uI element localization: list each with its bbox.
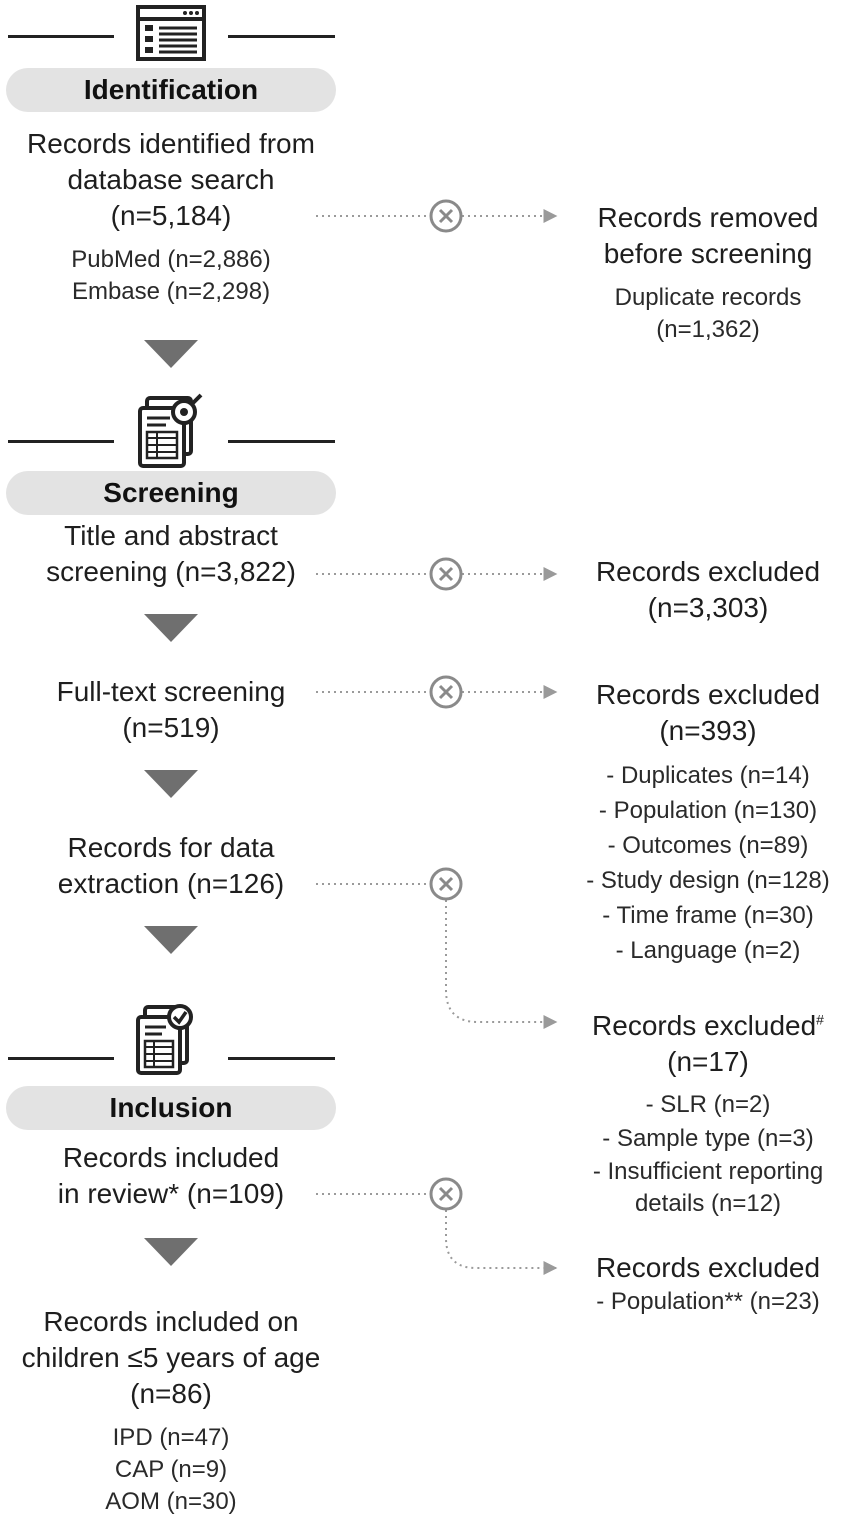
records-identified-box: Records identified from database search … bbox=[0, 126, 342, 234]
circle-x-icon bbox=[429, 867, 463, 901]
fulltext-exclusion-reasons: - Duplicates (n=14) - Population (n=130)… bbox=[560, 758, 851, 968]
records-excluded-population-reason: - Population** (n=23) bbox=[596, 1288, 820, 1315]
circle-x-icon bbox=[429, 199, 463, 233]
excluded-count: (n=17) bbox=[667, 1046, 749, 1077]
exclusion-reason: details (n=12) bbox=[634, 1190, 782, 1217]
records-excluded-fulltext: Records excluded (n=393) bbox=[568, 677, 848, 749]
stage-label-identification: Identification bbox=[6, 68, 336, 112]
stage-label-inclusion: Inclusion bbox=[6, 1086, 336, 1130]
records-identified-line: Records identified from bbox=[27, 128, 315, 159]
data-extraction-box: Records for data extraction (n=126) bbox=[0, 830, 342, 902]
records-excluded-population-title: Records excluded bbox=[595, 1252, 821, 1283]
title-abstract-line: screening (n=3,822) bbox=[46, 556, 296, 587]
flow-arrow-down bbox=[144, 926, 198, 954]
document-search-icon bbox=[138, 393, 203, 468]
section-rule-left bbox=[8, 35, 114, 38]
excluded-title-line: Records excluded# bbox=[568, 1008, 848, 1044]
fulltext-screening-box: Full-text screening (n=519) bbox=[0, 674, 342, 746]
records-identified-line: database search bbox=[67, 164, 275, 195]
excluded-title: Records excluded bbox=[592, 1010, 817, 1041]
flow-arrow-down bbox=[144, 340, 198, 368]
exclusion-reason: - SLR (n=2) bbox=[645, 1091, 771, 1118]
browser-window-icon bbox=[136, 5, 206, 61]
exclusion-reason: - Outcomes (n=89) bbox=[607, 832, 809, 859]
flow-arrow-down bbox=[144, 770, 198, 798]
database-sources: PubMed (n=2,886) Embase (n=2,298) bbox=[0, 244, 342, 308]
section-rule-left bbox=[8, 1057, 114, 1060]
records-children-box: Records included on children ≤5 years of… bbox=[0, 1304, 342, 1412]
extraction-exclusion-reasons: - SLR (n=2) - Sample type (n=3) - Insuff… bbox=[568, 1088, 848, 1220]
connector-extraction-arrow bbox=[445, 900, 558, 1029]
children-count: (n=86) bbox=[130, 1378, 212, 1409]
section-rule-right bbox=[228, 1057, 335, 1060]
connector-included-arrow bbox=[445, 1210, 558, 1275]
document-check-icon bbox=[136, 1004, 193, 1075]
circle-x-icon bbox=[429, 557, 463, 591]
excluded-count: (n=3,303) bbox=[647, 592, 769, 623]
exclusion-reason: - Sample type (n=3) bbox=[602, 1125, 814, 1152]
exclusion-reason: - Insufficient reporting bbox=[592, 1158, 824, 1185]
duplicate-records-label: Duplicate records bbox=[614, 284, 802, 311]
footnote-mark: # bbox=[816, 1011, 824, 1028]
section-rule-right bbox=[228, 440, 335, 443]
included-line: in review* (n=109) bbox=[57, 1178, 285, 1209]
breakdown-aom: AOM (n=30) bbox=[105, 1488, 237, 1515]
title-abstract-screening-box: Title and abstract screening (n=3,822) bbox=[0, 518, 342, 590]
extraction-line: Records for data bbox=[67, 832, 275, 863]
source-pubmed: PubMed (n=2,886) bbox=[71, 246, 271, 273]
records-identified-line: (n=5,184) bbox=[110, 200, 232, 231]
breakdown-ipd: IPD (n=47) bbox=[112, 1424, 230, 1451]
records-removed-detail: Duplicate records (n=1,362) bbox=[568, 282, 848, 346]
exclusion-reason: - Population (n=130) bbox=[598, 797, 818, 824]
records-removed-line: Records removed bbox=[597, 202, 819, 233]
circle-x-icon bbox=[429, 1177, 463, 1211]
records-removed-line: before screening bbox=[603, 238, 813, 269]
duplicate-records-count: (n=1,362) bbox=[656, 316, 760, 343]
exclusion-reason: - Language (n=2) bbox=[615, 937, 801, 964]
children-breakdown: IPD (n=47) CAP (n=9) AOM (n=30) bbox=[0, 1422, 342, 1518]
records-removed-title: Records removed before screening bbox=[568, 200, 848, 272]
records-excluded-title-abstract: Records excluded (n=3,303) bbox=[568, 554, 848, 626]
fulltext-count: (n=519) bbox=[122, 712, 220, 743]
flow-arrow-down bbox=[144, 614, 198, 642]
included-line: Records included bbox=[62, 1142, 280, 1173]
fulltext-line: Full-text screening bbox=[56, 676, 286, 707]
exclusion-reason: - Time frame (n=30) bbox=[602, 902, 814, 929]
stage-label-screening: Screening bbox=[6, 471, 336, 515]
extraction-line: extraction (n=126) bbox=[57, 868, 285, 899]
source-embase: Embase (n=2,298) bbox=[71, 278, 271, 305]
exclusion-reason: - Study design (n=128) bbox=[586, 867, 830, 894]
breakdown-cap: CAP (n=9) bbox=[114, 1456, 228, 1483]
section-rule-right bbox=[228, 35, 335, 38]
flow-arrow-down bbox=[144, 1238, 198, 1266]
circle-x-icon bbox=[429, 675, 463, 709]
children-line: children ≤5 years of age bbox=[21, 1342, 321, 1373]
title-abstract-line: Title and abstract bbox=[64, 520, 278, 551]
exclusion-reason: - Duplicates (n=14) bbox=[606, 762, 810, 789]
records-excluded-extraction: Records excluded# (n=17) bbox=[568, 1008, 848, 1080]
section-rule-left bbox=[8, 440, 114, 443]
children-line: Records included on bbox=[43, 1306, 299, 1337]
records-included-box: Records included in review* (n=109) bbox=[0, 1140, 342, 1212]
excluded-line: Records excluded bbox=[595, 556, 821, 587]
excluded-line: Records excluded bbox=[595, 679, 821, 710]
excluded-count: (n=393) bbox=[659, 715, 757, 746]
